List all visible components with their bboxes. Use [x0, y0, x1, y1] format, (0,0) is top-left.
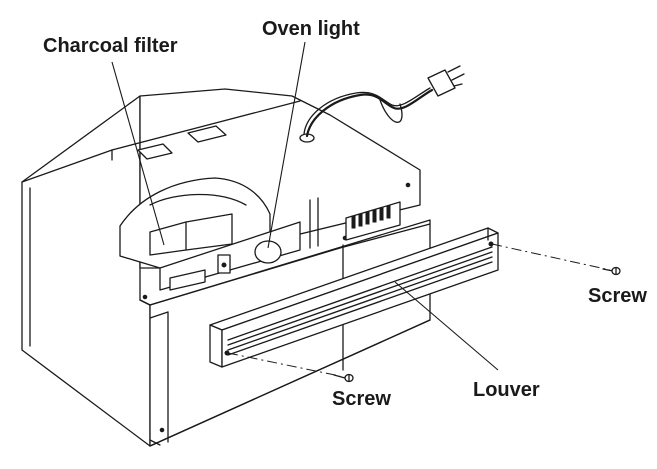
louver-rib-3: [227, 256, 493, 351]
control-vent: [345, 201, 401, 241]
cord-wire-inner: [303, 87, 431, 135]
plug-prong-3: [453, 83, 463, 87]
screw-bottom-guide: [227, 352, 341, 377]
cavity-tab: [169, 269, 206, 291]
oven-light-bulb: [254, 240, 282, 264]
label-charcoal-filter: Charcoal filter: [43, 35, 178, 57]
front-seam-left-top: [149, 311, 169, 319]
label-louver: Louver: [473, 379, 540, 401]
front-dot-1: [142, 294, 148, 300]
label-screw-bottom: Screw: [332, 388, 391, 410]
vent-slot-1: [351, 215, 356, 229]
top-vent-1: [137, 143, 173, 160]
plug-prong-2: [451, 73, 465, 81]
screw-bottom-shank: [333, 374, 346, 379]
inner-switch-dot: [221, 262, 227, 268]
labels: Charcoal filter Oven light Screw Screw L…: [43, 18, 647, 410]
front-dot-2: [159, 427, 165, 433]
vent-slot-3: [365, 211, 370, 225]
plug-prong-1: [447, 65, 461, 73]
leader-oven-light: [267, 41, 306, 249]
leader-louver: [394, 281, 499, 371]
label-screw-right: Screw: [588, 285, 647, 307]
vent-slot-4: [372, 209, 377, 223]
label-oven-light: Oven light: [262, 18, 360, 40]
filter-cavity: [119, 177, 319, 291]
louver: [209, 227, 499, 368]
front-bottom-edge: [149, 319, 431, 447]
cord-loop: [379, 99, 403, 123]
cord-wire-outer: [305, 88, 434, 138]
louver-rib-4: [227, 261, 493, 356]
front-corner: [139, 299, 151, 306]
front-bottom-corner: [149, 439, 161, 446]
louver-rib-1: [227, 246, 493, 341]
power-cord: [299, 65, 465, 143]
duct-inner-curve: [149, 193, 247, 206]
vent-slot-6: [386, 205, 391, 219]
screw-right: [491, 243, 621, 276]
top-vent-2: [187, 125, 227, 143]
louver-end-face: [209, 324, 223, 368]
vent-slot-2: [358, 213, 363, 227]
top-rim-back: [111, 100, 301, 151]
screw-right-guide: [491, 243, 611, 271]
leader-lines: [111, 41, 499, 371]
oven-left-side: [21, 95, 151, 447]
filter-back-panel: [185, 213, 233, 251]
louver-front-face: [221, 232, 499, 368]
front-top-edge: [149, 223, 431, 306]
screw-bottom: [227, 352, 354, 383]
leader-charcoal-filter: [111, 61, 165, 246]
front-dot-4: [405, 182, 411, 188]
louver-rib-2: [227, 251, 493, 346]
screw-right-shank: [602, 268, 614, 272]
vent-slot-5: [379, 207, 384, 221]
plug-body: [427, 69, 456, 97]
